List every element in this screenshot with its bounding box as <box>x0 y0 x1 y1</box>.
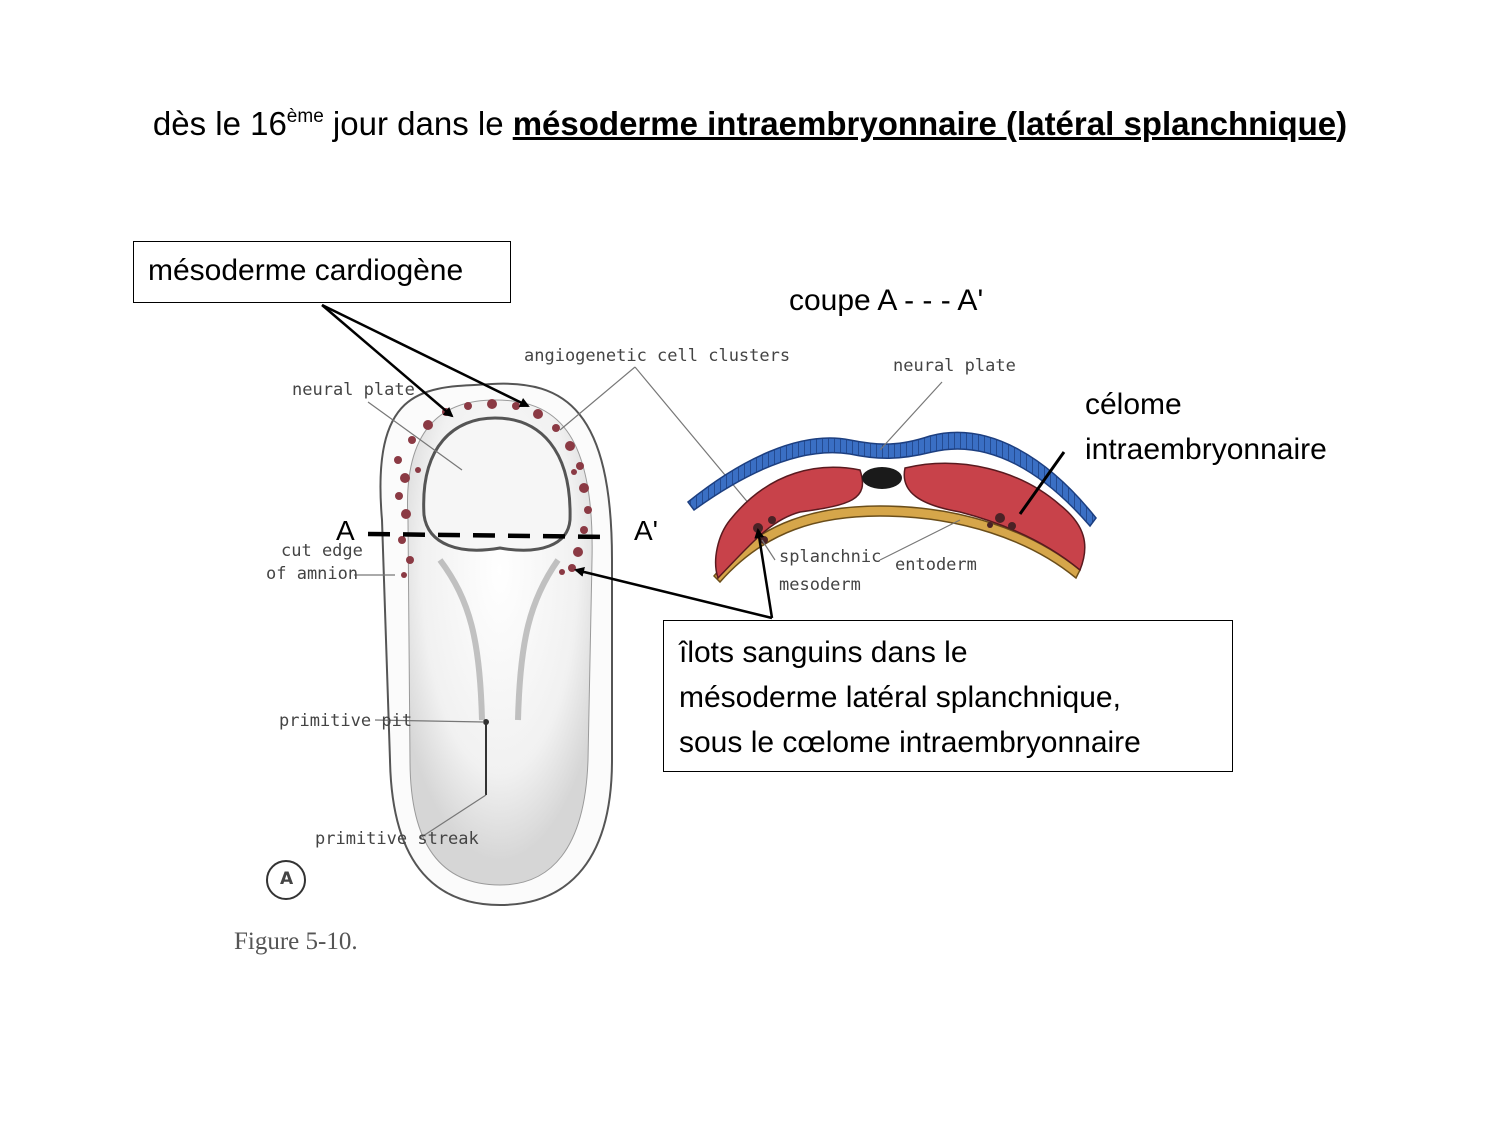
annotation-arrows <box>321 303 1066 620</box>
primitive-pit-dot <box>483 719 489 725</box>
cross-section <box>686 381 1097 584</box>
section-label: coupe A - - - A' <box>789 284 984 317</box>
label-neural-plate-left: neural plate <box>292 380 415 400</box>
embryo-dorsal-view <box>266 366 751 907</box>
title-middle: jour dans le <box>323 105 513 142</box>
arrow-cardiogenic-right <box>321 303 530 408</box>
cut-label-a-prime: A' <box>634 515 659 546</box>
cardiogenic-mesoderm-box: mésoderme cardiogène <box>133 241 511 303</box>
label-panel: A <box>280 869 294 889</box>
cut-label-a: A <box>336 515 355 546</box>
mesoderm-left <box>714 466 864 580</box>
section-pointers <box>761 381 961 561</box>
title-strong: mésoderme intraembryonnaire (latéral spl… <box>512 105 1337 142</box>
label-splanchnic-2: mesoderm <box>779 575 861 595</box>
neural-groove <box>437 558 561 721</box>
label-angiogenetic: angiogenetic cell clusters <box>524 346 791 366</box>
label-splanchnic-1: splanchnic <box>779 547 882 567</box>
label-cut-edge-2: of amnion <box>266 564 359 584</box>
title-close: ) <box>1336 105 1348 142</box>
blood-islands-box: îlots sanguins dans le mésoderme latéral… <box>663 620 1233 772</box>
cardiogenic-mesoderm-text: mésoderme cardiogène <box>148 254 464 287</box>
arrow-blood-island-left <box>574 567 773 620</box>
notochord <box>862 467 902 489</box>
cut-line-a-a-prime <box>367 531 613 540</box>
panel-circle <box>266 860 306 900</box>
coelom-pointer <box>1018 451 1066 515</box>
page-title: dès le 16ème jour dans le mésoderme intr… <box>0 105 1500 143</box>
label-primitive-streak: primitive streak <box>315 829 479 849</box>
mesoderm-right <box>903 462 1086 572</box>
coelom-label-line2: intraembryonnaire <box>1085 433 1327 466</box>
label-neural-plate-right: neural plate <box>893 356 1016 376</box>
blood-islands-line1: îlots sanguins dans le <box>679 636 968 669</box>
figure-caption: Figure 5-10. <box>234 928 358 955</box>
neural-plate-shape <box>422 416 572 552</box>
title-sup: ème <box>286 106 324 127</box>
label-primitive-pit: primitive pit <box>279 711 413 731</box>
arrow-cardiogenic-left <box>321 304 454 418</box>
arrow-blood-island-right <box>754 528 774 619</box>
coelom-label-line1: célome <box>1085 388 1182 421</box>
blood-islands-line2: mésoderme latéral splanchnique, <box>679 681 1121 714</box>
blood-islands-line3: sous le cœlome intraembryonnaire <box>679 726 1141 759</box>
title-prefix: dès le 16 <box>152 105 287 142</box>
label-entoderm: entoderm <box>895 555 977 575</box>
label-cut-edge-1: cut edge <box>281 541 363 561</box>
ectoderm-layer <box>686 431 1097 528</box>
